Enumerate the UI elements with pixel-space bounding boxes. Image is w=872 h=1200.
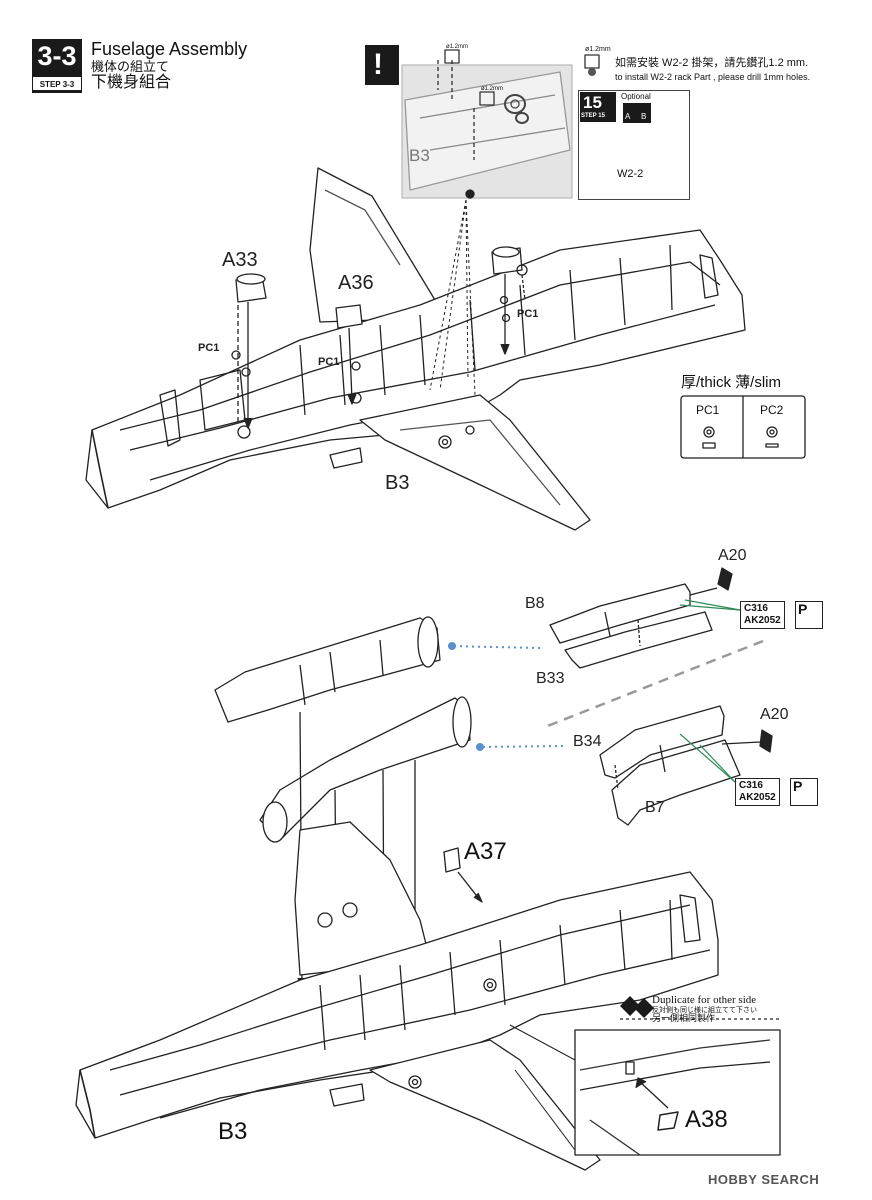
label-a20-top: A20	[718, 547, 747, 564]
label-a37: A37	[464, 838, 507, 865]
label-a36: A36	[338, 272, 374, 294]
washer-table-header: 厚/thick 薄/slim	[681, 374, 782, 391]
drill-size: ø1.2mm	[585, 46, 611, 53]
title-zh: 下機身組合	[91, 74, 172, 91]
step-badge: 3-3 STEP 3-3	[32, 39, 82, 93]
drill-inset-photo	[401, 64, 573, 199]
upper-part-right	[491, 246, 528, 355]
label-pc1-mid: PC1	[318, 356, 340, 368]
label-b33: B33	[536, 670, 565, 687]
step15-tag: STEP 15	[581, 113, 605, 119]
label-b3-upper: B3	[385, 472, 410, 494]
duplicate-note-en: Duplicate for other side	[652, 994, 757, 1006]
duplicate-note-jp: 反対側も同じ様に組立てて下さい	[652, 1007, 757, 1014]
duplicate-note-zh: 另一側相同製作	[652, 1013, 716, 1023]
label-a33: A33	[222, 249, 258, 271]
washer-table	[680, 395, 806, 459]
paint-code-top-2: AK2052	[744, 615, 781, 626]
step-tag: STEP 3-3	[32, 76, 82, 91]
upper-part-a36	[335, 304, 363, 405]
warning-icon	[365, 45, 399, 85]
upper-fuselage-drawing	[85, 167, 746, 531]
paint-brush-icon-bottom: P	[790, 778, 818, 806]
title-jp: 機体の組立て	[91, 59, 170, 74]
inset-part-label: B3	[409, 146, 430, 165]
watermark: HOBBY SEARCH	[708, 1172, 820, 1187]
step15-optional: Optional	[621, 92, 651, 101]
step15-number: 15	[583, 93, 602, 112]
paint-code-bottom-2: AK2052	[739, 792, 776, 803]
b8-b33-assembly	[544, 567, 764, 729]
label-pc1-right: PC1	[517, 308, 539, 320]
label-b8: B8	[525, 595, 545, 612]
drill-note-en: to install W2-2 rack Part , please drill…	[615, 72, 811, 82]
step15-part: W2-2	[617, 168, 644, 180]
paint-brush-icon-top: P	[795, 601, 823, 629]
warning-exclamation: !	[373, 48, 383, 81]
label-pc1-left: PC1	[198, 342, 220, 354]
upper-part-a33	[231, 273, 267, 439]
paint-code-bottom-1: C316	[739, 780, 763, 791]
step15-opt-a: A	[625, 112, 631, 121]
inset-size-b: ø1.2mm	[481, 86, 504, 92]
label-a20-bottom: A20	[760, 706, 789, 723]
a38-detail-box	[574, 1029, 781, 1156]
lower-fuselage-drawing	[75, 821, 719, 1171]
washer-pc1: PC1	[696, 403, 720, 417]
label-a38: A38	[685, 1106, 728, 1133]
duplicate-icon	[620, 996, 654, 1018]
paint-code-top: C316 AK2052	[740, 601, 785, 629]
label-b34: B34	[573, 733, 602, 750]
drill-note-zh: 如需安裝 W2-2 掛架，請先鑽孔1.2 mm.	[615, 57, 809, 69]
option-fork-icon	[623, 103, 651, 123]
label-b3-lower: B3	[218, 1118, 248, 1145]
washer-pc2: PC2	[760, 403, 784, 417]
step-number: 3-3	[37, 41, 77, 71]
step15-opt-b: B	[641, 112, 647, 121]
step15-reference: 15 STEP 15 Optional A B W2-2	[578, 90, 690, 200]
inset-size-a: ø1.2mm	[446, 44, 469, 50]
title-en: Fuselage Assembly	[91, 39, 248, 59]
label-b7: B7	[645, 799, 665, 816]
paint-code-bottom: C316 AK2052	[735, 778, 780, 806]
paint-code-top-1: C316	[744, 603, 768, 614]
b34-b7-assembly	[599, 705, 773, 826]
exhaust-upper-pipe	[214, 616, 541, 723]
